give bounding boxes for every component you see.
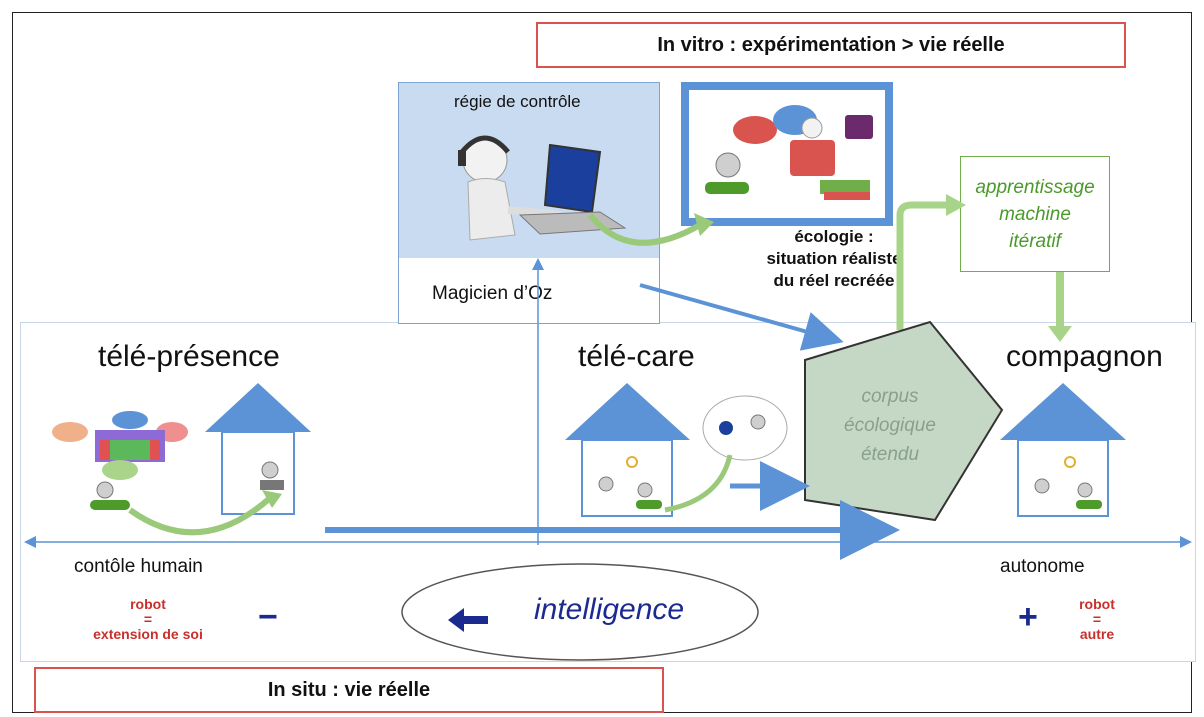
plus-sign: + (1018, 598, 1038, 636)
ecology-line-1: écologie : (794, 227, 874, 246)
in-vitro-box: In vitro : expérimentation > vie réelle (536, 22, 1126, 68)
magicien-to-corpus-arrow (639, 283, 844, 351)
corpus-line-2: écologique (844, 415, 936, 436)
in-situ-box: In situ : vie réelle (34, 667, 664, 713)
robot-left-line1: robot (130, 596, 166, 612)
ecology-line-3: du réel recréée (773, 271, 895, 290)
robot-right-line2: = (1092, 611, 1102, 627)
ecology-scene-panel (681, 82, 893, 226)
ecology-text: écologie : situation réaliste du réel re… (764, 226, 904, 292)
control-room-panel (398, 82, 660, 260)
ml-line-3: itératif (1009, 230, 1061, 252)
in-vitro-label: In vitro : expérimentation > vie réelle (657, 33, 1005, 56)
ml-line-2: machine (999, 203, 1071, 225)
care-curve-arrow (664, 454, 733, 513)
tele-presence-title: télé-présence (98, 340, 280, 373)
robot-other-label: robot = autre (1062, 597, 1132, 642)
tele-presence-illustration (52, 411, 188, 510)
tele-care-title: télé-care (578, 340, 695, 373)
intelligence-ellipse (401, 563, 759, 661)
wizard-of-oz-label: Magicien d’Oz (432, 283, 553, 304)
corpus-line-1: corpus (861, 386, 919, 407)
intelligence-label: intelligence (534, 593, 685, 626)
robot-extension-label: robot = extension de soi (68, 597, 228, 642)
in-situ-label: In situ : vie réelle (267, 678, 431, 701)
caregiver-bubble (702, 395, 788, 461)
ecology-scene-illustration (705, 105, 873, 200)
house-tele-care (565, 383, 690, 517)
robot-right-line1: robot (1079, 596, 1115, 612)
minus-sign: − (258, 598, 278, 636)
presence-curve-arrow (128, 495, 272, 536)
ecology-line-2: situation réaliste (766, 249, 902, 268)
ml-line-1: apprentissage (975, 176, 1095, 198)
human-control-label: contôle humain (74, 556, 203, 577)
machine-learning-box: apprentissage machine itératif (960, 156, 1110, 272)
corpus-line-3: étendu (860, 444, 920, 465)
house-tele-presence (205, 383, 311, 515)
intelligence-left-arrow (448, 608, 488, 632)
autonomous-label: autonome (1000, 556, 1085, 577)
control-room-label: régie de contrôle (454, 92, 581, 111)
robot-left-line3: extension de soi (93, 626, 203, 642)
control-to-ecology-arrow (587, 213, 702, 246)
companion-title: compagnon (1006, 340, 1163, 373)
robot-right-line3: autre (1079, 626, 1115, 642)
house-companion (1000, 383, 1126, 517)
corpus-text: corpus écologique étendu (820, 382, 960, 469)
operator-illustration (458, 135, 627, 241)
wizard-of-oz-box (398, 258, 660, 324)
robot-left-line2: = (143, 611, 153, 627)
corpus-to-ml-arrow (896, 201, 950, 330)
